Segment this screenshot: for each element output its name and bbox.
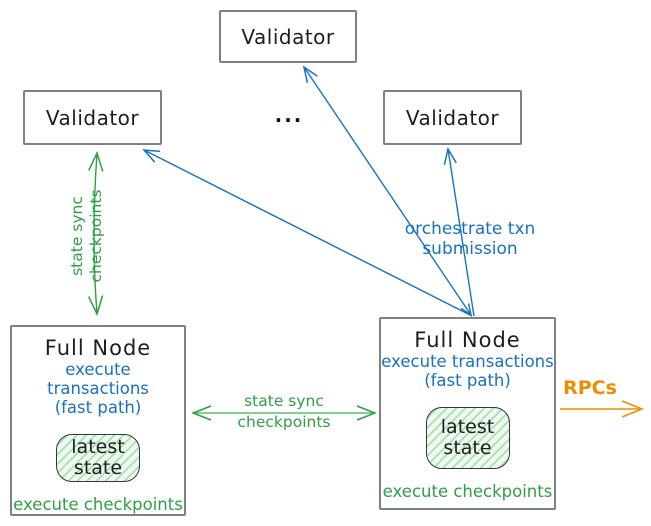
latest-state-line2: state — [443, 437, 492, 459]
full-node-box-left: Full Node execute transactions (fast pat… — [10, 325, 186, 516]
fast-path-text: (fast path) — [424, 371, 511, 390]
fast-path-text: (fast path) — [54, 398, 142, 417]
state-sync-checkpoints-label-vertical: state sync checkpoints — [68, 161, 106, 311]
latest-state-box-right: latest state — [425, 407, 510, 469]
validator-top-label: Validator — [241, 24, 335, 49]
validators-ellipsis: ... — [274, 103, 304, 127]
latest-state-line1: latest — [71, 436, 125, 458]
validator-box-left: Validator — [23, 90, 162, 145]
checkpoints-text: checkpoints — [87, 189, 105, 283]
full-node-right-title: Full Node — [414, 328, 521, 352]
validator-box-right: Validator — [383, 90, 522, 145]
state-sync-text: state sync — [68, 196, 86, 276]
full-node-box-right: Full Node execute transactions (fast pat… — [379, 317, 556, 510]
validator-box-top: Validator — [219, 10, 357, 63]
full-node-right-exec: execute transactions (fast path) — [381, 352, 553, 390]
latest-state-line1: latest — [440, 416, 495, 438]
state-sync-text: state sync — [244, 392, 324, 410]
execute-checkpoints-text-right: execute checkpoints — [382, 482, 553, 501]
checkpoints-text: checkpoints — [237, 413, 331, 431]
full-node-left-exec: execute transactions (fast path) — [12, 360, 184, 417]
state-sync-checkpoints-label-horizontal: state sync checkpoints — [214, 391, 354, 433]
validator-right-label: Validator — [405, 105, 500, 130]
rpcs-label: RPCs — [563, 377, 617, 399]
execute-checkpoints-text-left: execute checkpoints — [13, 495, 183, 514]
exec-transactions-text: execute transactions — [47, 360, 149, 398]
latest-state-box-left: latest state — [56, 434, 140, 482]
exec-transactions-text: execute transactions — [381, 352, 554, 371]
latest-state-line2: state — [73, 457, 123, 479]
orchestrate-txn-submission-label: orchestrate txn submission — [404, 219, 536, 259]
validator-left-label: Validator — [45, 105, 140, 130]
full-node-left-title: Full Node — [44, 336, 152, 360]
